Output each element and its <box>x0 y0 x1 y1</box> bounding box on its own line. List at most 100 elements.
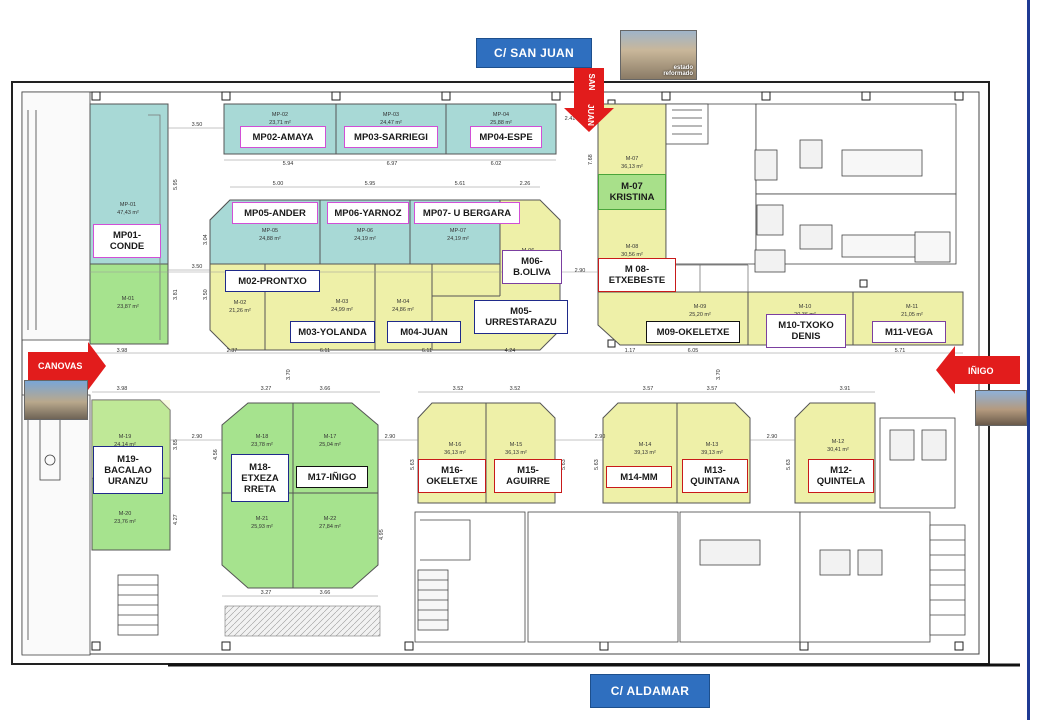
plan-label: M-20 <box>119 511 132 517</box>
dimension: 3.27 <box>261 590 272 596</box>
plan-area: 24,19 m² <box>447 236 469 242</box>
canovas-arrow-icon <box>28 342 106 390</box>
plan-area: 23,78 m² <box>251 442 273 448</box>
dimension: 2.90 <box>192 434 203 440</box>
plan-label: M-10 <box>799 304 812 310</box>
dimension: 1.17 <box>625 348 636 354</box>
stall-label-m06: M06- B.OLIVA <box>502 250 562 284</box>
stall-label-m12: M12- QUINTELA <box>808 459 874 493</box>
dimension: 5.95 <box>173 179 179 190</box>
dimension: 4.27 <box>173 514 179 525</box>
dimension: 2.37 <box>227 348 238 354</box>
dimension: 3.57 <box>707 386 718 392</box>
dimension: 3.04 <box>203 234 209 245</box>
plan-area: 36,13 m² <box>505 450 527 456</box>
stall-label-m09: M09-OKELETXE <box>646 321 740 343</box>
dimension: 3.52 <box>453 386 464 392</box>
plan-area: 36,13 m² <box>444 450 466 456</box>
dimension: 5.00 <box>273 181 284 187</box>
plan-area: 24,19 m² <box>354 236 376 242</box>
stall-label-m16: M16- OKELETXE <box>418 459 486 493</box>
left-stairs <box>21 91 159 656</box>
street-san-juan: C/ SAN JUAN <box>476 38 592 68</box>
stall-label-m14: M14-MM <box>606 466 672 488</box>
plan-label: MP-06 <box>357 228 373 234</box>
dimension: 4.24 <box>505 348 516 354</box>
building-photo-canovas <box>24 380 88 420</box>
stall-label-m08: M 08- ETXEBESTE <box>598 258 676 292</box>
plan-label: M-19 <box>119 434 132 440</box>
plan-area: 23,87 m² <box>117 304 139 310</box>
plan-label: M-08 <box>626 244 639 250</box>
stall-label-m13: M13- QUINTANA <box>682 459 748 493</box>
dimension: 5.63 <box>410 459 416 470</box>
dimension: 3.52 <box>510 386 521 392</box>
dimension: 2.90 <box>595 434 606 440</box>
stall-label-m07: M-07 KRISTINA <box>598 174 666 210</box>
plan-area: 24,47 m² <box>380 120 402 126</box>
plan-area: 25,93 m² <box>251 524 273 530</box>
san-juan-arrow-label-2: JUAN <box>586 104 595 126</box>
plan-area: 21,26 m² <box>229 308 251 314</box>
san-juan-arrow-label-1: SAN <box>587 74 596 91</box>
stall-label-m03: M03-YOLANDA <box>290 321 375 343</box>
stall-area-m01 <box>89 263 169 345</box>
dimension: 6.97 <box>387 161 398 167</box>
stall-label-mp02: MP02-AMAYA <box>240 126 326 148</box>
stall-label-mp03: MP03-SARRIEGI <box>344 126 438 148</box>
dimension: 3.98 <box>117 386 128 392</box>
stall-label-m15: M15- AGUIRRE <box>494 459 562 493</box>
dimension: 3.66 <box>320 386 331 392</box>
dimension: 5.63 <box>594 459 600 470</box>
plan-label: M-16 <box>449 442 462 448</box>
bench-area <box>224 605 381 637</box>
plan-label: M-12 <box>832 439 845 445</box>
plan-area: 25,88 m² <box>490 120 512 126</box>
street-aldamar: C/ ALDAMAR <box>590 674 710 708</box>
dimension: 4.56 <box>213 449 219 460</box>
inigo-label: IÑIGO <box>968 366 994 376</box>
plan-area: 23,76 m² <box>114 519 136 525</box>
dimension: 3.81 <box>173 289 179 300</box>
plan-area: 30,41 m² <box>827 447 849 453</box>
san-juan-arrow-icon <box>564 68 614 132</box>
dimension: 3.50 <box>192 264 203 270</box>
dimension: 3.91 <box>840 386 851 392</box>
plan-area: 24,88 m² <box>259 236 281 242</box>
plan-area: 30,56 m² <box>621 252 643 258</box>
plan-area: 24,86 m² <box>392 307 414 313</box>
plan-area: 47,43 m² <box>117 210 139 216</box>
dimension: 3.27 <box>261 386 272 392</box>
plan-label: MP-04 <box>493 112 509 118</box>
plan-area: 36,13 m² <box>621 164 643 170</box>
dimension: 2.90 <box>767 434 778 440</box>
plan-label: M-07 <box>626 156 639 162</box>
dimension: 2.90 <box>575 268 586 274</box>
stall-label-mp07: MP07- U BERGARA <box>414 202 520 224</box>
stall-label-m19: M19- BACALAO URANZU <box>93 446 163 494</box>
plan-label: MP-07 <box>450 228 466 234</box>
dimension: 3.57 <box>643 386 654 392</box>
plan-label: M-18 <box>256 434 269 440</box>
stall-label-m17: M17-IÑIGO <box>296 466 368 488</box>
stall-label-mp06: MP06-YARNOZ <box>327 202 409 224</box>
building-photo-inigo <box>975 390 1027 426</box>
stall-label-m02: M02-PRONTXO <box>225 270 320 292</box>
page-border-line <box>1027 0 1030 720</box>
plan-label: M-04 <box>397 299 410 305</box>
dimension: 3.85 <box>173 439 179 450</box>
stall-label-m04: M04-JUAN <box>387 321 461 343</box>
plan-label: M-01 <box>122 296 135 302</box>
plan-area: 23,71 m² <box>269 120 291 126</box>
stall-label-mp01: MP01- CONDE <box>93 224 161 258</box>
plan-area: 24,14 m² <box>114 442 136 448</box>
stall-label-mp05: MP05-ANDER <box>232 202 318 224</box>
canovas-label: CANOVAS <box>38 361 83 371</box>
stall-label-m18: M18- ETXEZA RRETA <box>231 454 289 502</box>
dimension: 5.71 <box>895 348 906 354</box>
plan-label: M-14 <box>639 442 652 448</box>
dimension: 5.63 <box>786 459 792 470</box>
dimension: 2.26 <box>520 181 531 187</box>
